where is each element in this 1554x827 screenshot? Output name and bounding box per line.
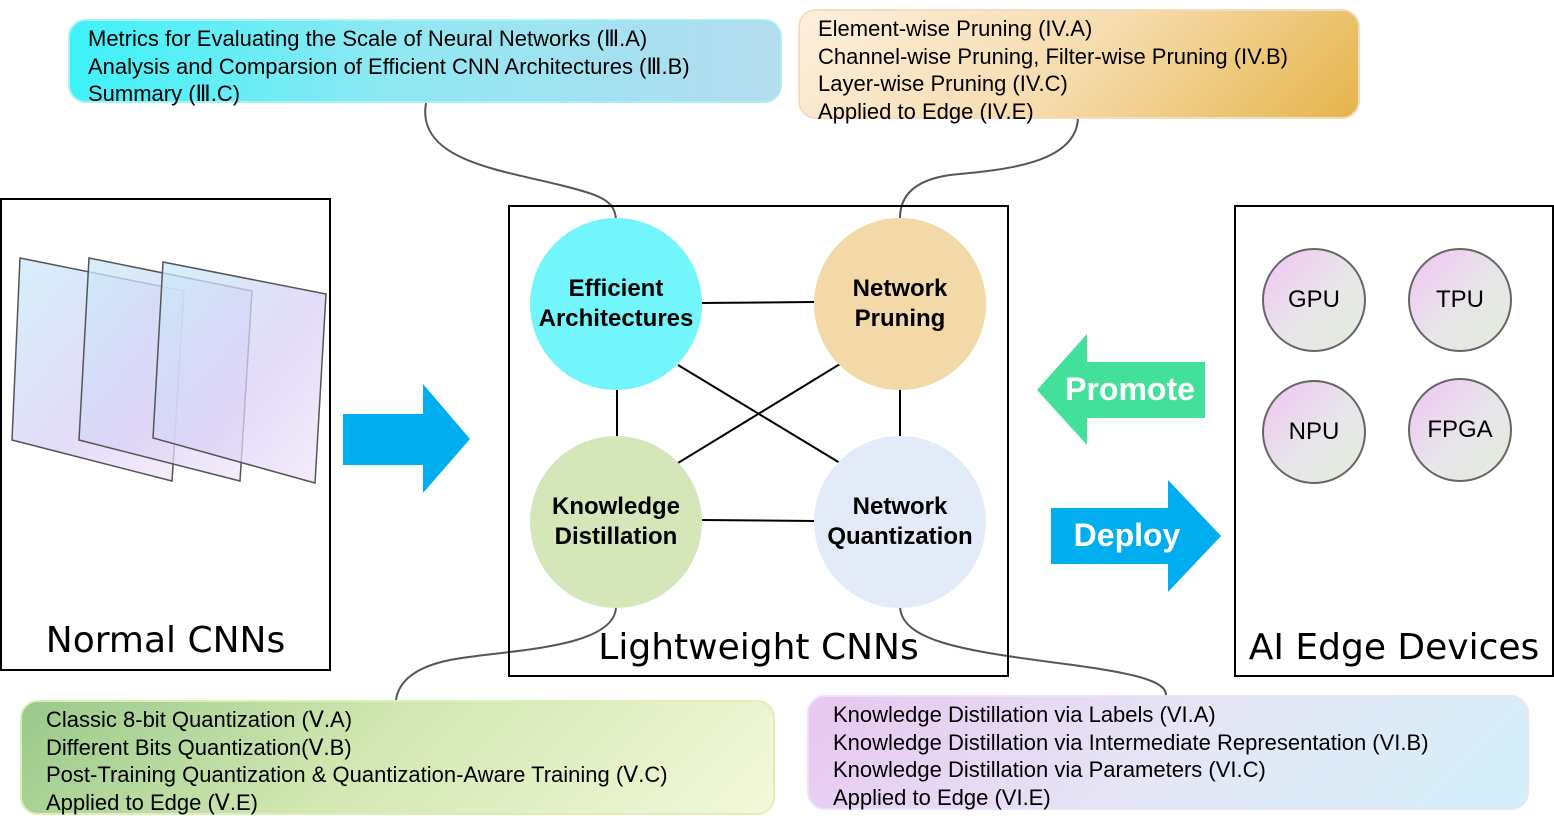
device-fpga: FPGA (1408, 378, 1512, 482)
device-npu: NPU (1262, 380, 1366, 484)
normal-cnns-label: Normal CNNs (45, 620, 286, 661)
connector-pruning (899, 118, 1079, 219)
device-label: GPU (1287, 286, 1340, 313)
connector-distillation (395, 606, 617, 701)
callout-line: Metrics for Evaluating the Scale of Neur… (88, 26, 648, 51)
link-distill-quant (701, 519, 816, 522)
deploy-arrow (1051, 480, 1221, 592)
callout-line: Knowledge Distillation via Parameters (V… (833, 757, 1266, 782)
callout-distillation: Knowledge Distillation via Labels (VI.A)… (807, 695, 1529, 810)
callout-line: Applied to Edge (IV.E) (818, 98, 1034, 124)
callout-quantization: Classic 8-bit Quantization (Ⅴ.A) Differe… (20, 700, 775, 815)
lightweight-cnns-label: Lightweight CNNs (598, 627, 919, 668)
device-tpu: TPU (1408, 248, 1512, 352)
device-label: NPU (1288, 418, 1340, 445)
callout-line: Analysis and Comparsion of Efficient CNN… (88, 53, 690, 79)
node-label: Knowledge Distillation (551, 493, 680, 550)
deploy-label: Deploy (1073, 517, 1181, 553)
callout-line: Knowledge Distillation via Labels (VI.A) (833, 702, 1216, 727)
network-quantization-node: Network Quantization (814, 436, 986, 608)
node-label: Network Pruning (852, 275, 948, 332)
callout-line: Applied to Edge (VI.E) (833, 784, 1051, 810)
flow-right-arrow (343, 384, 470, 493)
callout-line: Classic 8-bit Quantization (Ⅴ.A) (46, 707, 353, 732)
feature-map-sheet (152, 261, 327, 484)
callout-pruning: Element-wise Pruning (IV.A) Channel-wise… (798, 9, 1360, 124)
link-pruning-distill (677, 363, 841, 464)
callout-line: Applied to Edge (Ⅴ.E) (46, 789, 258, 815)
callout-line: Layer-wise Pruning (IV.C) (818, 71, 1068, 96)
lightweight-cnns-panel: Lightweight CNNs (508, 205, 1009, 677)
efficient-architectures-node: Efficient Architectures (530, 218, 702, 390)
node-label: Network Quantization (827, 493, 973, 550)
connector-quantization (899, 606, 1167, 696)
device-label: FPGA (1427, 416, 1493, 443)
feature-maps-icon (11, 257, 327, 484)
callout-line: Element-wise Pruning (IV.A) (818, 16, 1093, 41)
callout-line: Summary (Ⅲ.C) (88, 81, 241, 106)
connector-architectures (424, 102, 617, 221)
ai-edge-devices-label: AI Edge Devices (1248, 627, 1540, 668)
callout-line: Different Bits Quantization(Ⅴ.B) (46, 734, 352, 760)
callout-line: Post-Training Quantization & Quantizatio… (46, 762, 668, 787)
promote-label: Promote (1065, 371, 1195, 407)
device-gpu: GPU (1262, 248, 1366, 352)
callout-architectures: Metrics for Evaluating the Scale of Neur… (68, 19, 782, 106)
link-arch-pruning (699, 301, 815, 304)
promote-arrow (1037, 334, 1205, 445)
knowledge-distillation-node: Knowledge Distillation (530, 436, 702, 608)
node-label: Efficient Architectures (538, 275, 694, 332)
callout-line: Channel-wise Pruning, Filter-wise Prunin… (818, 43, 1288, 69)
callout-line: Knowledge Distillation via Intermediate … (833, 729, 1429, 755)
network-pruning-node: Network Pruning (814, 218, 986, 390)
normal-cnns-panel: Normal CNNs (0, 198, 331, 671)
device-label: TPU (1436, 286, 1484, 313)
